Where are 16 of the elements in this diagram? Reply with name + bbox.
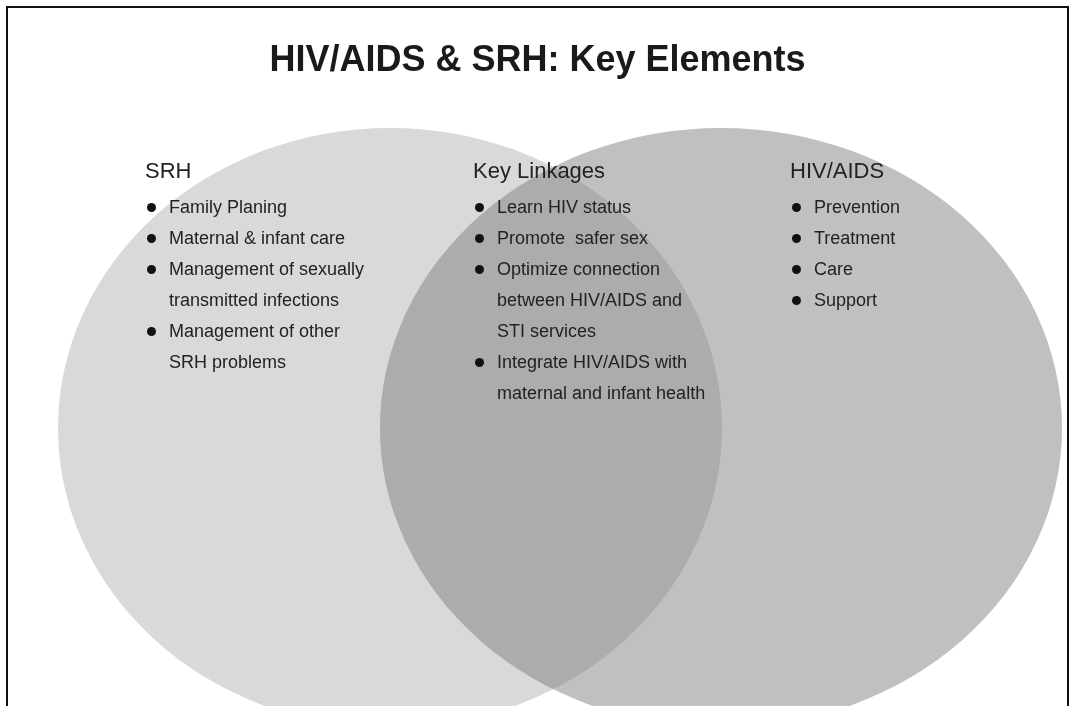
bullet-text: Optimize connection between HIV/AIDS and STI services bbox=[497, 259, 684, 341]
bullet-text: Promote safer sex bbox=[497, 228, 649, 248]
bullet-text: Prevention bbox=[814, 197, 901, 217]
title: HIV/AIDS & SRH: Key Elements bbox=[269, 38, 806, 79]
bullet-text: Treatment bbox=[814, 228, 896, 248]
bullet-text: Integrate HIV/AIDS with maternal and infant health bbox=[497, 352, 706, 403]
bullet-text: Family Planing bbox=[169, 197, 288, 217]
heading: Key Linkages bbox=[473, 158, 606, 184]
heading: SRH bbox=[145, 158, 192, 184]
bullet-text: Support bbox=[814, 290, 878, 310]
heading: HIV/AIDS bbox=[790, 158, 885, 184]
bullet-text: Care bbox=[814, 259, 853, 279]
bullet-text: Management of sexually transmitted infections bbox=[169, 259, 366, 310]
bullet-text: Management of other SRH problems bbox=[169, 321, 342, 372]
bullet-text: Learn HIV status bbox=[497, 197, 632, 217]
bullet-text: Maternal & infant care bbox=[169, 228, 346, 248]
